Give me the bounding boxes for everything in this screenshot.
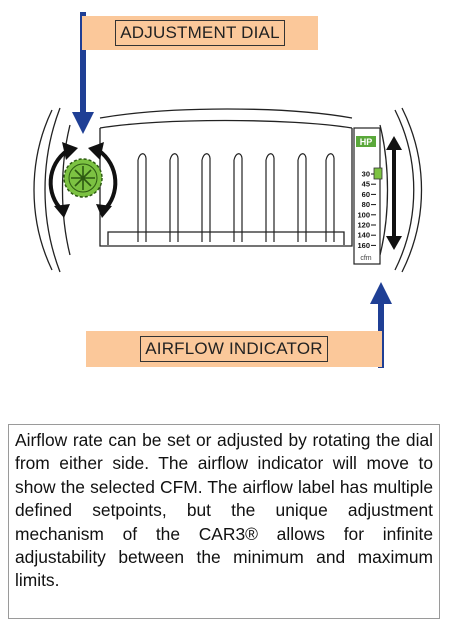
scale-tick-label: 120 [357,221,370,230]
device-housing [33,107,423,273]
description-text: Airflow rate can be set or adjusted by r… [8,424,440,619]
scale-tick-label: 160 [357,241,370,250]
adjustment-dial-label: ADJUSTMENT DIAL [82,16,318,50]
airflow-indicator-label-text: AIRFLOW INDICATOR [140,336,328,362]
grille-slats [137,153,335,242]
scale-tick-label: 30 [362,170,370,179]
scale-tick-label: 80 [362,200,370,209]
scale-tick-label: 45 [362,180,370,189]
scale-tick-label: 140 [357,231,370,240]
airflow-indicator-label: AIRFLOW INDICATOR [86,331,382,367]
scale-hp-label: HP [360,137,373,147]
travel-arrow [386,136,402,250]
airflow-indicator-marker [373,167,383,180]
rotation-arrowheads [54,142,112,218]
scale-tick-label: 60 [362,190,370,199]
adjustment-dial-icon [63,158,103,198]
adjustment-dial-label-text: ADJUSTMENT DIAL [115,20,285,46]
rotation-arrows [48,148,118,212]
scale-unit-label: cfm [360,255,371,262]
scale-tick-label: 100 [357,210,370,219]
